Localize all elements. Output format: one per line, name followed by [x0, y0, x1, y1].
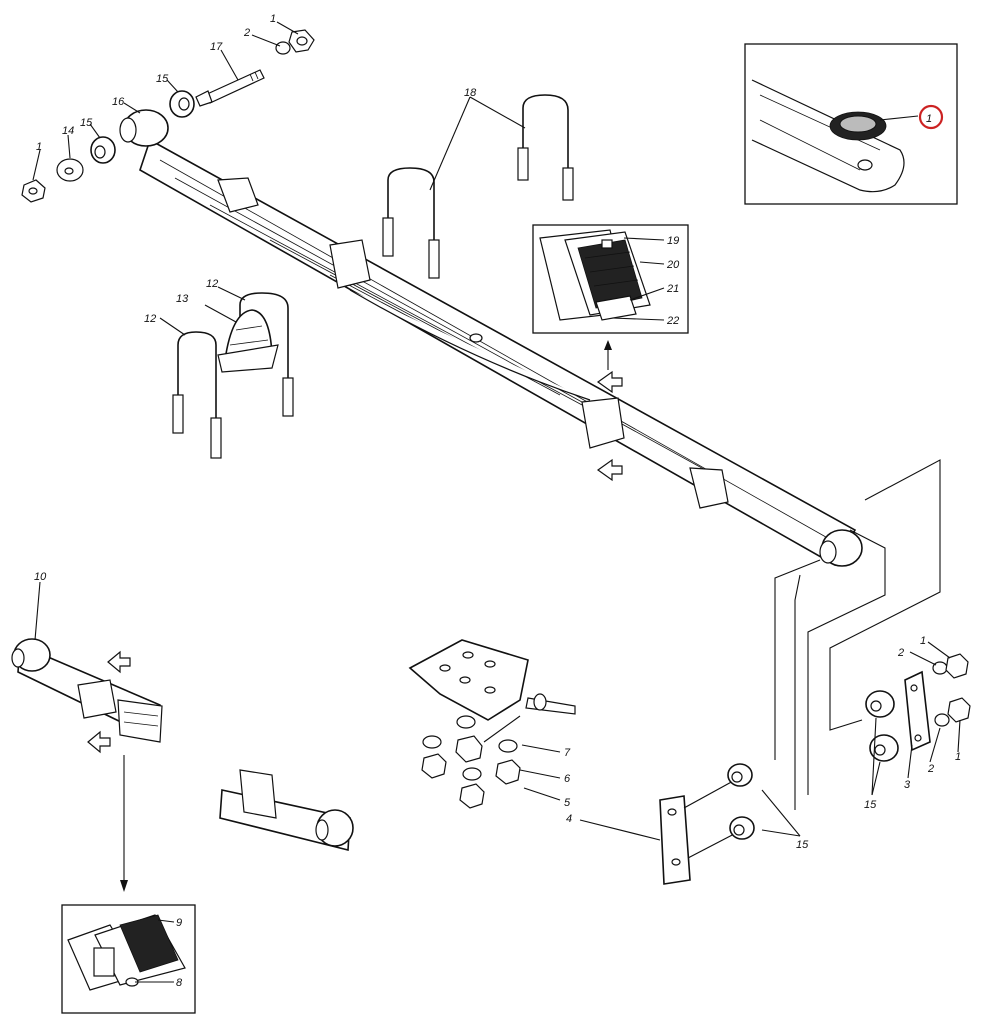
shackle-plate-4 — [659, 779, 739, 885]
assembly-lines — [774, 459, 941, 810]
washer-left — [56, 158, 84, 182]
nuts-and-washers — [421, 715, 521, 809]
spring-eye-front — [119, 109, 169, 147]
highlight-circle — [918, 104, 944, 130]
callout-7: 7 — [564, 747, 571, 759]
callout-1-left: 1 — [36, 141, 42, 153]
callout-15-right: 15 — [864, 799, 877, 811]
callout-15-left: 15 — [80, 117, 93, 129]
u-bolt-12 — [172, 292, 294, 459]
shackle-plate-3 — [904, 670, 931, 752]
spring-eye-rear — [819, 529, 863, 567]
inset-clip-detail — [532, 224, 689, 334]
nut-left — [21, 179, 46, 203]
view-arrow — [87, 370, 623, 754]
spring-clip — [217, 177, 729, 509]
callout-15-top: 15 — [156, 73, 169, 85]
callout-18: 18 — [464, 87, 477, 99]
nuts-right — [932, 653, 971, 727]
callout-1-top: 1 — [270, 13, 276, 25]
callout-3: 3 — [904, 779, 911, 791]
callout-2-top: 2 — [243, 27, 250, 39]
spring-leaf-detail — [219, 769, 354, 852]
callout-1-inset: 1 — [926, 113, 932, 125]
callout-1-right-upper: 1 — [920, 635, 926, 647]
bump-pad-13 — [217, 309, 279, 373]
callout-labels: 1 2 17 15 16 15 14 1 18 12 13 12 1 19 20… — [34, 13, 961, 989]
callout-15-bottom: 15 — [796, 839, 809, 851]
callout-6: 6 — [564, 773, 571, 785]
arrow-to-inset-8-9 — [120, 755, 128, 892]
callout-17: 17 — [210, 41, 223, 53]
callout-9: 9 — [176, 917, 182, 929]
callout-21: 21 — [666, 283, 679, 295]
callout-20: 20 — [666, 259, 680, 271]
arrow-to-inset — [604, 340, 612, 370]
bushing-15-right — [865, 690, 899, 762]
bushing-top — [169, 90, 195, 118]
callout-2-right-lower: 2 — [927, 763, 934, 775]
spring-leaf-10 — [11, 638, 163, 743]
callout-14: 14 — [62, 125, 74, 137]
callout-22: 22 — [666, 315, 679, 327]
callout-16: 16 — [112, 96, 125, 108]
bushing-15-lower — [727, 763, 755, 840]
callout-12-a: 12 — [206, 278, 218, 290]
callout-13: 13 — [176, 293, 189, 305]
callout-2-right-upper: 2 — [897, 647, 904, 659]
callout-10: 10 — [34, 571, 47, 583]
callout-4: 4 — [566, 813, 572, 825]
inset-marker-detail — [744, 43, 958, 205]
callout-12-b: 12 — [144, 313, 156, 325]
callout-1-right-lower: 1 — [955, 751, 961, 763]
callout-19: 19 — [667, 235, 679, 247]
leaf-spring — [139, 138, 857, 567]
nut-top — [275, 29, 315, 55]
bracket-plate-7 — [408, 639, 576, 721]
inset-clamp-detail — [61, 904, 196, 1014]
callout-5: 5 — [564, 797, 571, 809]
u-bolt-18 — [382, 94, 574, 279]
bushing-left — [90, 136, 116, 164]
callout-8: 8 — [176, 977, 183, 989]
leader-lines — [32, 21, 961, 841]
spring-pin — [195, 69, 265, 107]
